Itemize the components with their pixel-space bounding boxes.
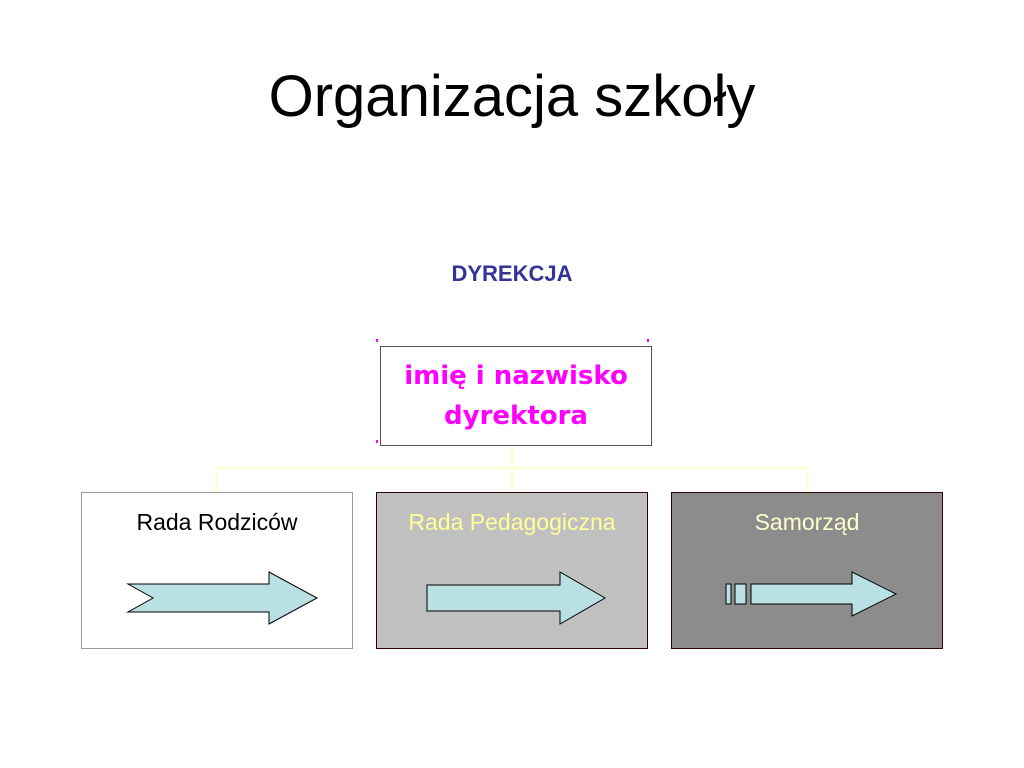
selection-tick-top-left (376, 339, 378, 342)
unit-rada-rodzicow[interactable]: Rada Rodziców (81, 492, 353, 649)
director-name-line2: dyrektora (444, 401, 588, 431)
director-box[interactable]: imię i nazwisko dyrektora (380, 346, 652, 446)
selection-tick-top-right (647, 339, 649, 342)
slide-title: Organizacja szkoły (268, 64, 756, 129)
unit-label-rada-rodzicow: Rada Rodziców (136, 509, 298, 535)
unit-label-samorzad: Samorząd (754, 509, 860, 535)
director-box-text: imię i nazwisko dyrektora (404, 356, 628, 436)
director-name-line1: imię i nazwisko (404, 361, 628, 391)
selection-tick-bottom-left (376, 440, 378, 443)
notched-arrow-icon (126, 571, 319, 625)
block-arrow-icon (426, 571, 606, 625)
section-label-dyrekcja: DYREKCJA (451, 261, 573, 286)
striped-arrow-icon (725, 571, 898, 617)
unit-rada-pedagogiczna[interactable]: Rada Pedagogiczna (376, 492, 648, 649)
unit-label-rada-pedagogiczna: Rada Pedagogiczna (408, 509, 616, 535)
unit-samorzad[interactable]: Samorząd (671, 492, 943, 649)
